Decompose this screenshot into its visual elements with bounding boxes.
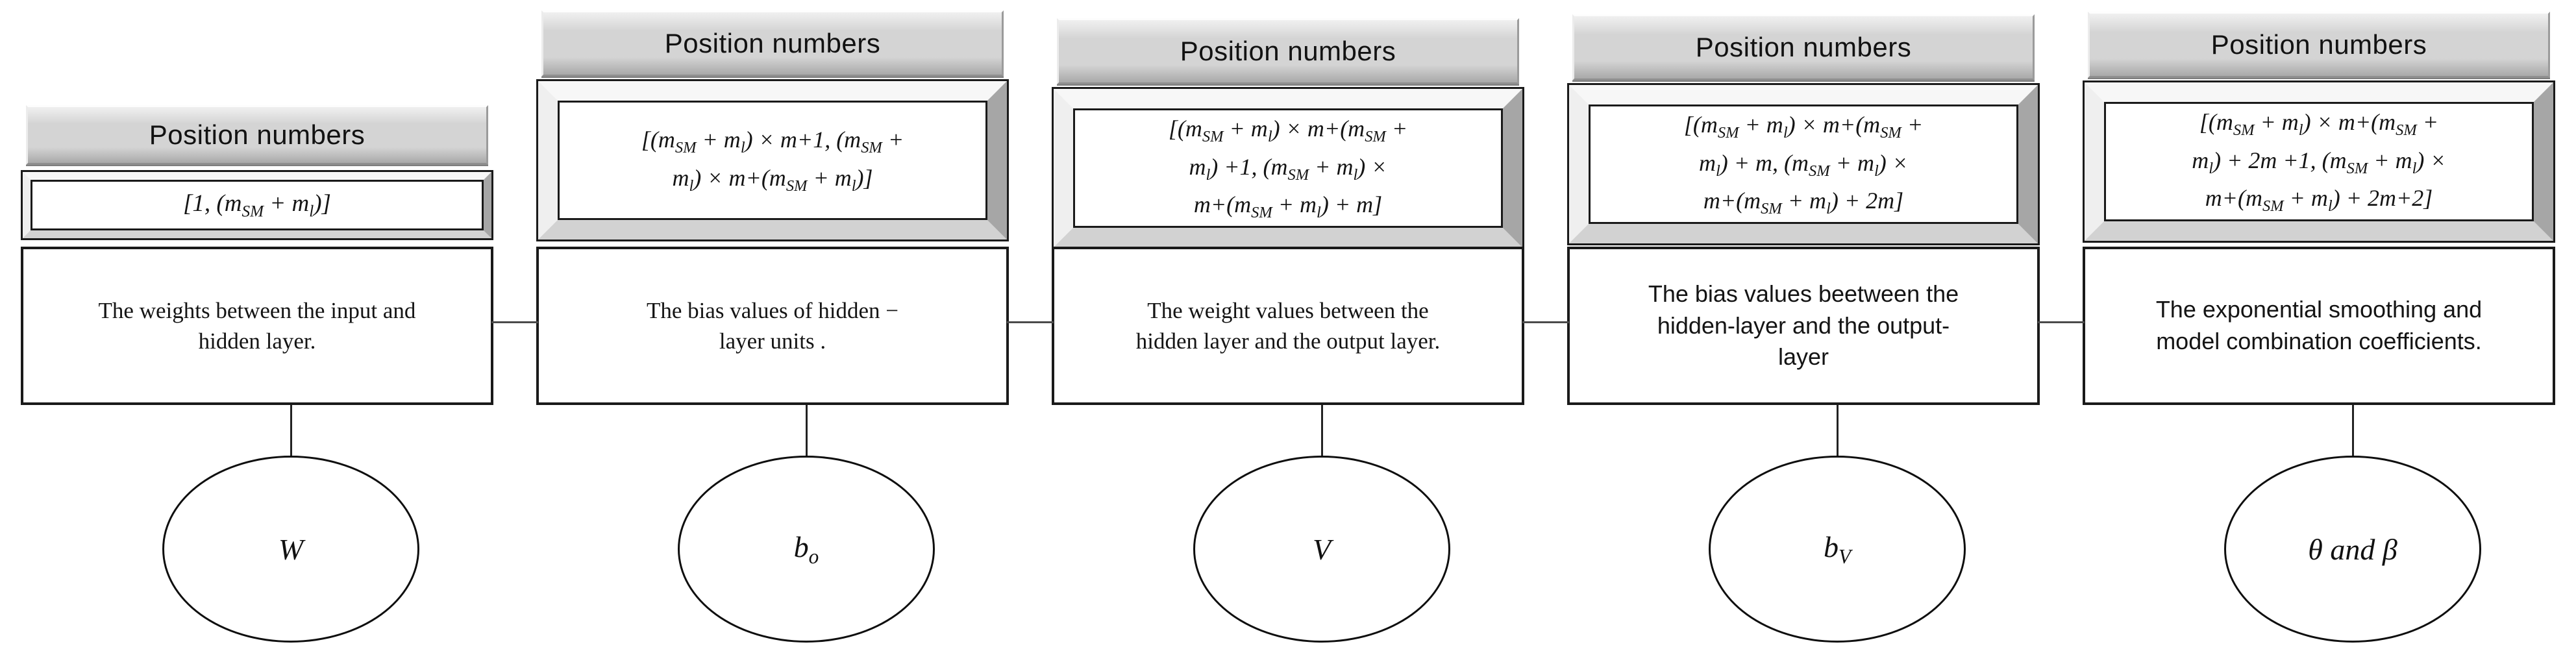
- position-numbers-header: Position numbers: [1057, 18, 1519, 84]
- position-range-formula: [(mSM + ml) × m+(mSM +ml) + m, (mSM + ml…: [1683, 111, 1924, 218]
- position-numbers-header: Position numbers: [541, 10, 1004, 77]
- position-numbers-label: Position numbers: [149, 119, 365, 150]
- inter-box-connector: [2038, 321, 2085, 323]
- parameter-circle: bo: [678, 456, 935, 643]
- description-box: The weights between the input and hidden…: [21, 247, 493, 405]
- formula-panel: [(mSM + ml) × m+(mSM +ml) + m, (mSM + ml…: [1589, 104, 2018, 224]
- position-range-formula: [(mSM + ml) × m+(mSM +ml) +1, (mSM + ml)…: [1168, 115, 1408, 222]
- description-text: The bias values of hidden − layer units …: [646, 297, 899, 354]
- formula-frame-bevel: [(mSM + ml) × m+(mSM +ml) + 2m +1, (mSM …: [2085, 82, 2553, 241]
- description-box: The weight values between the hidden lay…: [1052, 247, 1524, 405]
- parameter-symbol: θ and β: [2308, 532, 2397, 566]
- formula-frame: [(mSM + ml) × m+(mSM +ml) +1, (mSM + ml)…: [1052, 87, 1524, 249]
- formula-frame-bevel: [(mSM + ml) × m+(mSM +ml) + m, (mSM + ml…: [1569, 85, 2038, 243]
- parameter-symbol: W: [278, 532, 304, 566]
- description-text: The exponential smoothing and model comb…: [2155, 296, 2483, 354]
- formula-panel: [(mSM + ml) × m+(mSM +ml) + 2m +1, (mSM …: [2104, 102, 2534, 221]
- parameter-circle: θ and β: [2224, 456, 2481, 643]
- parameter-symbol: bo: [793, 530, 819, 569]
- description-text: The weight values between the hidden lay…: [1135, 297, 1441, 354]
- formula-frame: [(mSM + ml) × m+1, (mSM +ml) × m+(mSM + …: [536, 79, 1009, 241]
- position-numbers-label: Position numbers: [1180, 36, 1396, 66]
- formula-frame-bevel: [1, (mSM + ml)]: [23, 172, 491, 238]
- parameter-circle: bV: [1709, 456, 1966, 643]
- box-to-circle-connector: [806, 405, 808, 457]
- parameter-symbol: V: [1312, 532, 1331, 566]
- position-numbers-header: Position numbers: [26, 105, 488, 165]
- description-text: The weights between the input and hidden…: [98, 297, 416, 354]
- parameter-column-w: Position numbers [1, (mSM + ml)] The wei…: [21, 0, 493, 651]
- formula-frame: [(mSM + ml) × m+(mSM +ml) + 2m +1, (mSM …: [2083, 80, 2555, 243]
- box-to-circle-connector: [290, 405, 292, 457]
- formula-panel: [1, (mSM + ml)]: [31, 180, 484, 230]
- position-numbers-label: Position numbers: [664, 28, 881, 58]
- inter-box-connector: [1007, 321, 1054, 323]
- position-range-formula: [1, (mSM + ml)]: [183, 190, 331, 221]
- formula-frame-bevel: [(mSM + ml) × m+(mSM +ml) +1, (mSM + ml)…: [1054, 89, 1522, 247]
- position-numbers-label: Position numbers: [2211, 29, 2427, 60]
- inter-box-connector: [1522, 321, 1569, 323]
- parameter-column-bv: Position numbers [(mSM + ml) × m+(mSM +m…: [1567, 0, 2040, 651]
- box-to-circle-connector: [1321, 405, 1323, 457]
- formula-panel: [(mSM + ml) × m+(mSM +ml) +1, (mSM + ml)…: [1073, 108, 1503, 228]
- position-range-formula: [(mSM + ml) × m+(mSM +ml) + 2m +1, (mSM …: [2192, 108, 2446, 215]
- description-box: The exponential smoothing and model comb…: [2083, 247, 2555, 405]
- box-to-circle-connector: [2352, 405, 2354, 457]
- parameter-column-theta-beta: Position numbers [(mSM + ml) × m+(mSM +m…: [2083, 0, 2555, 651]
- formula-panel: [(mSM + ml) × m+1, (mSM +ml) × m+(mSM + …: [558, 101, 987, 220]
- position-numbers-label: Position numbers: [1695, 32, 1912, 62]
- description-text: The bias values beetween the hidden-laye…: [1648, 280, 1959, 371]
- parameter-circle: W: [162, 456, 419, 643]
- position-range-formula: [(mSM + ml) × m+1, (mSM +ml) × m+(mSM + …: [641, 127, 904, 195]
- position-numbers-header: Position numbers: [2088, 12, 2550, 78]
- formula-frame: [(mSM + ml) × m+(mSM +ml) + m, (mSM + ml…: [1567, 83, 2040, 245]
- parameter-symbol: bV: [1823, 530, 1852, 569]
- parameter-column-v: Position numbers [(mSM + ml) × m+(mSM +m…: [1052, 0, 1524, 651]
- description-box: The bias values beetween the hidden-laye…: [1567, 247, 2040, 405]
- position-numbers-header: Position numbers: [1572, 14, 2035, 80]
- parameter-circle: V: [1193, 456, 1450, 643]
- inter-box-connector: [491, 321, 538, 323]
- box-to-circle-connector: [1837, 405, 1839, 457]
- formula-frame-bevel: [(mSM + ml) × m+1, (mSM +ml) × m+(mSM + …: [538, 81, 1007, 240]
- formula-frame: [1, (mSM + ml)]: [21, 170, 493, 240]
- description-box: The bias values of hidden − layer units …: [536, 247, 1009, 405]
- parameter-column-bo: Position numbers [(mSM + ml) × m+1, (mSM…: [536, 0, 1009, 651]
